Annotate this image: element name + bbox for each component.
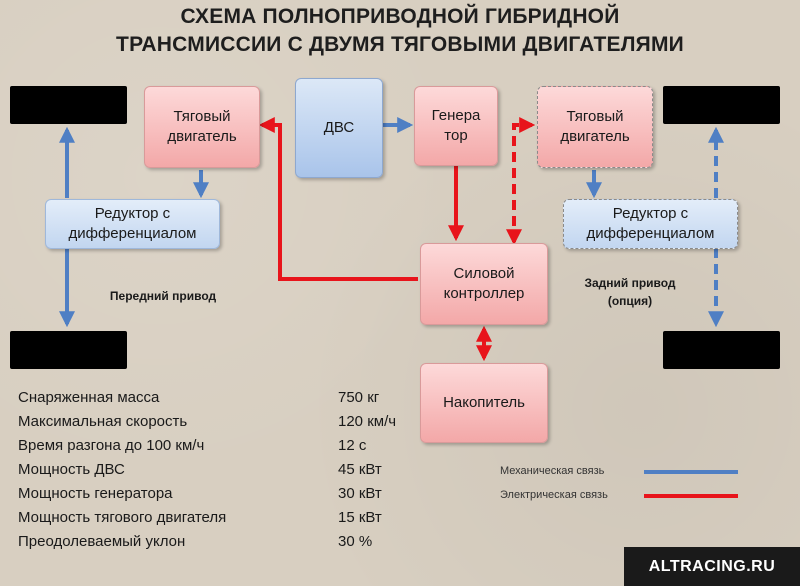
front-traction-motor: Тяговый двигатель — [144, 86, 260, 168]
front-drive-label: Передний привод — [109, 289, 217, 303]
spec-name: Время разгона до 100 км/ч — [18, 437, 205, 454]
spec-value: 120 км/ч — [338, 413, 397, 430]
spec-name: Максимальная скорость — [18, 413, 188, 430]
engine-ice: ДВС — [295, 78, 383, 178]
spec-value: 750 кг — [338, 389, 380, 406]
power-controller: Силовой контроллер — [420, 243, 548, 325]
spec-value: 15 кВт — [338, 509, 382, 526]
watermark-logo: ALTRACING.RU — [624, 547, 800, 586]
energy-storage: Накопитель — [420, 363, 548, 443]
spec-name: Мощность генератора — [18, 485, 173, 502]
rear-drive-label-line1: Задний привод — [584, 276, 676, 290]
spec-name: Мощность тягового двигателя — [18, 509, 227, 526]
spec-value: 12 с — [338, 437, 367, 454]
spec-value: 30 кВт — [338, 485, 382, 502]
front-reducer-differential: Редуктор с дифференциалом — [45, 199, 220, 249]
link-controller-to-front-motor — [258, 117, 418, 281]
rear-reducer-differential: Редуктор с дифференциалом — [563, 199, 738, 249]
spec-value: 30 % — [338, 533, 373, 550]
rear-drive-label-line2: (опция) — [607, 294, 653, 308]
generator: Генера тор — [414, 86, 498, 166]
spec-name: Мощность ДВС — [18, 461, 125, 478]
front-wheel-bottom — [10, 331, 127, 369]
title-line-2: ТРАНСМИССИИ С ДВУМЯ ТЯГОВЫМИ ДВИГАТЕЛЯМИ — [116, 33, 684, 56]
legend-mechanical-label: Механическая связь — [500, 465, 605, 477]
rear-wheel-bottom — [663, 331, 780, 369]
spec-name: Снаряженная масса — [18, 389, 160, 406]
front-wheel-top — [10, 86, 127, 124]
spec-name: Преодолеваемый уклон — [18, 533, 186, 550]
spec-value: 45 кВт — [338, 461, 382, 478]
title-line-1: СХЕМА ПОЛНОПРИВОДНОЙ ГИБРИДНОЙ — [180, 5, 620, 28]
rear-traction-motor: Тяговый двигатель — [537, 86, 653, 168]
rear-wheel-top — [663, 86, 780, 124]
legend-electrical-label: Электрическая связь — [500, 489, 608, 501]
link-controller-to-rear-motor — [506, 117, 536, 246]
